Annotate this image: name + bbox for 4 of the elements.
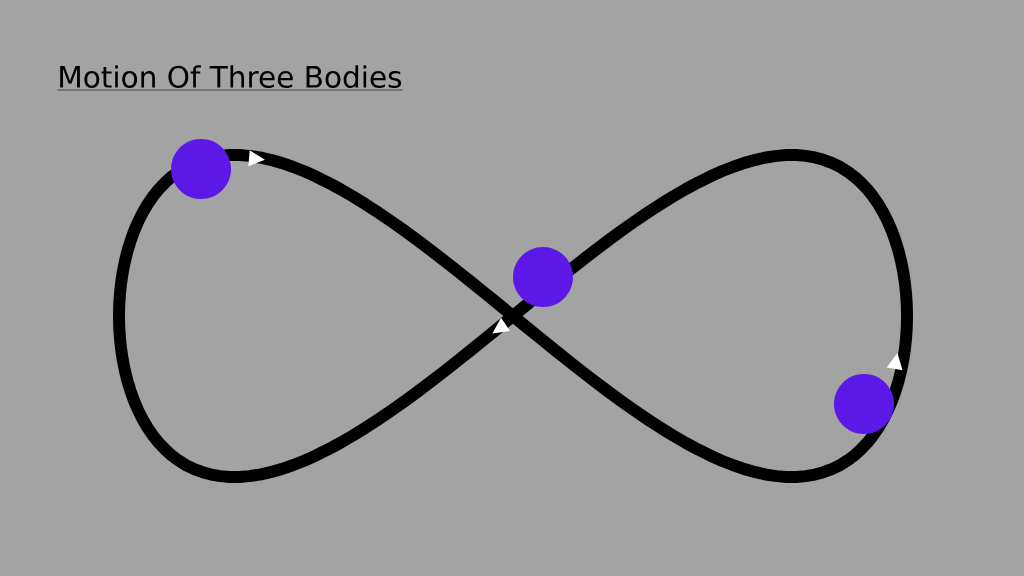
title: Motion Of Three Bodies	[57, 65, 403, 91]
body-circle	[513, 247, 573, 307]
body-circle	[171, 139, 231, 199]
body-circle	[834, 374, 894, 434]
